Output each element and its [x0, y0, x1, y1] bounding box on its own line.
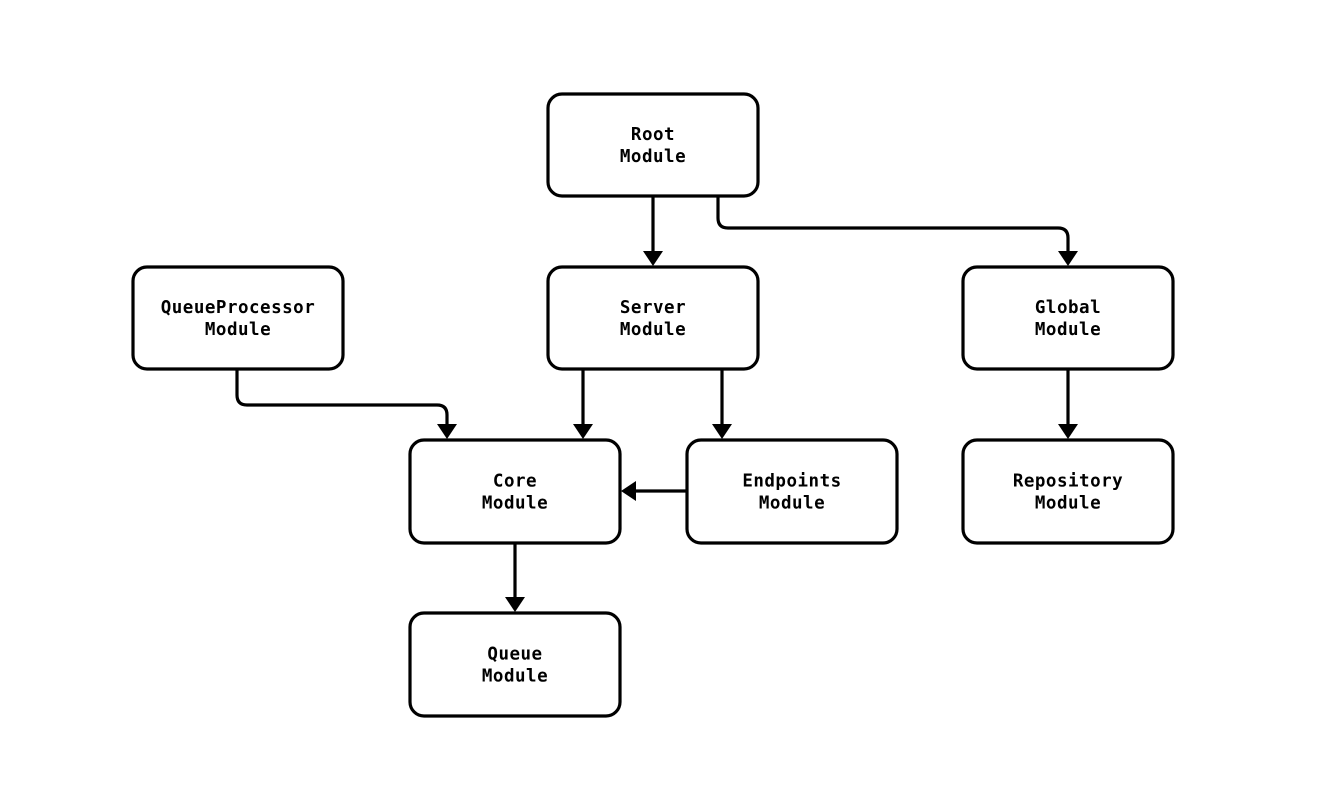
core-module-node-box[interactable]: [408, 438, 622, 545]
repository-module-node-label-line2: Module: [1035, 494, 1101, 514]
global-module-node-label-line1: Global: [1035, 298, 1101, 318]
queueprocessor-module-node-label-line2: Module: [205, 320, 271, 340]
edge-root-to-global-line: [716, 196, 1070, 252]
edge-core-to-queue-arrowhead: [505, 597, 525, 612]
edge-queueprocessor-to-core-line: [235, 369, 449, 425]
server-module-node-box[interactable]: [546, 265, 760, 371]
global-module-node-box[interactable]: [961, 265, 1175, 371]
edge-queueprocessor-to-core-arrowhead: [437, 424, 457, 439]
server-module-node-label-line1: Server: [620, 298, 686, 318]
queue-module-node-label-line1: Queue: [487, 645, 542, 665]
root-module-node-label-line2: Module: [620, 147, 686, 167]
endpoints-module-node-label-line1: Endpoints: [742, 472, 841, 492]
queueprocessor-module-node-label-line1: QueueProcessor: [161, 298, 316, 318]
repository-module-node-label-line1: Repository: [1013, 472, 1123, 492]
edge-server-to-core: [573, 369, 593, 439]
edge-server-to-endpoints: [712, 369, 732, 439]
edge-root-to-server: [643, 196, 663, 266]
core-module-node-label-line1: Core: [493, 472, 537, 492]
queue-module-node-box[interactable]: [408, 611, 622, 718]
edge-queueprocessor-to-core: [235, 369, 457, 439]
edge-root-to-global: [716, 196, 1078, 266]
edge-global-to-repository: [1058, 369, 1078, 439]
edge-root-to-server-arrowhead: [643, 251, 663, 266]
queueprocessor-module-node-box[interactable]: [131, 265, 345, 371]
edge-endpoints-to-core: [621, 481, 687, 501]
root-module-node-box[interactable]: [546, 92, 760, 198]
endpoints-module-node-box[interactable]: [685, 438, 899, 545]
endpoints-module-node-label-line2: Module: [759, 494, 825, 514]
core-module-node-label-line2: Module: [482, 494, 548, 514]
repository-module-node-box[interactable]: [961, 438, 1175, 545]
edge-endpoints-to-core-arrowhead: [621, 481, 636, 501]
root-module-node-label-line1: Root: [631, 125, 675, 145]
edge-server-to-core-arrowhead: [573, 424, 593, 439]
edge-global-to-repository-arrowhead: [1058, 424, 1078, 439]
edge-root-to-global-arrowhead: [1058, 251, 1078, 266]
edge-core-to-queue: [505, 543, 525, 612]
edge-server-to-endpoints-arrowhead: [712, 424, 732, 439]
queue-module-node-label-line2: Module: [482, 667, 548, 687]
server-module-node-label-line2: Module: [620, 320, 686, 340]
global-module-node-label-line2: Module: [1035, 320, 1101, 340]
edges-layer: [235, 196, 1078, 612]
